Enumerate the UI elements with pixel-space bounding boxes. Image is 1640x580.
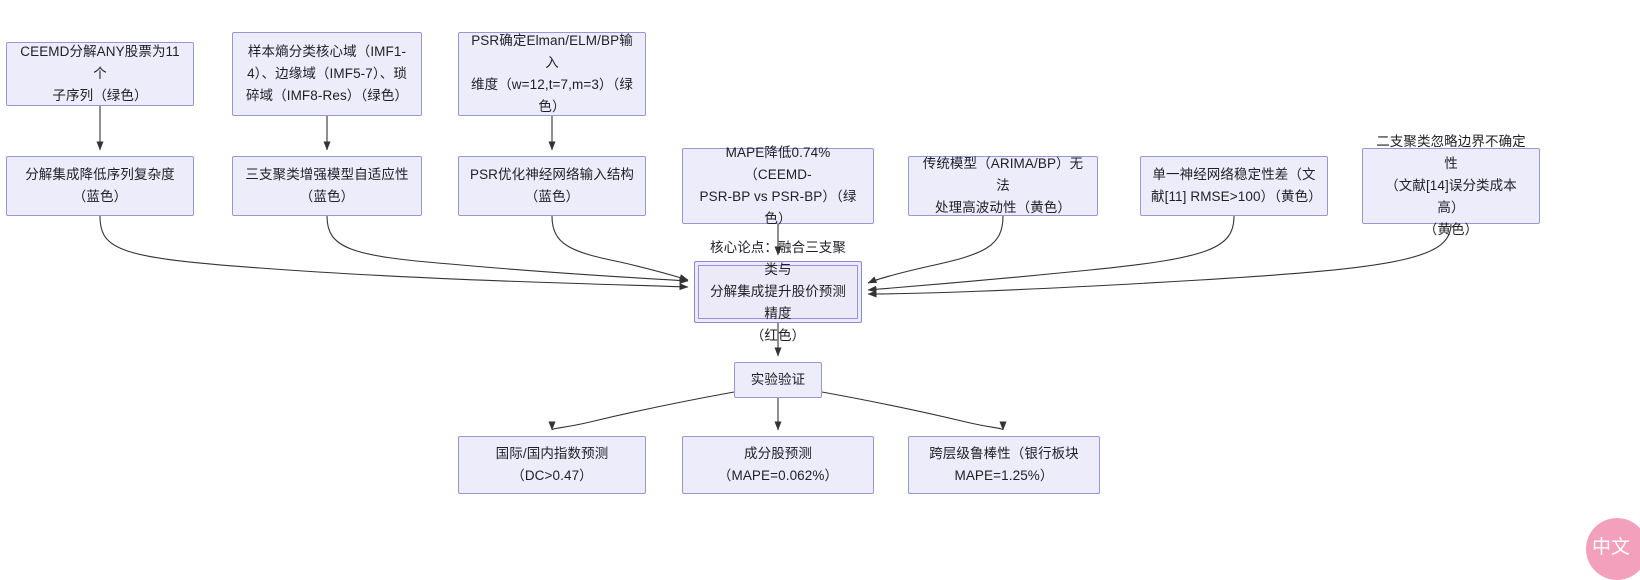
edge-validation-to-index bbox=[548, 391, 735, 431]
node-mape-reduction-evidence[interactable]: MAPE降低0.74%（CEEMD- PSR-BP vs PSR-BP）（绿 色… bbox=[682, 145, 874, 226]
edge-traditional-limit-to-core bbox=[867, 215, 1004, 284]
node-sample-entropy-classification[interactable]: 样本熵分类核心域（IMF1- 4）、边缘域（IMF5-7）、琐 碎域（IMF8-… bbox=[232, 32, 422, 116]
node-psr-optimizes-network-input[interactable]: PSR优化神经网络输入结构 （蓝色） bbox=[458, 156, 646, 216]
node-core-thesis[interactable]: 核心论点：融合三支聚类与 分解集成提升股价预测精度 （红色） bbox=[694, 240, 862, 343]
node-label: 样本熵分类核心域（IMF1- 4）、边缘域（IMF5-7）、琐 碎域（IMF8-… bbox=[245, 44, 409, 103]
node-label: 实验验证 bbox=[750, 372, 806, 387]
node-two-way-clustering-boundary-issue[interactable]: 二支聚类忽略边界不确定性 （文献[14]误分类成本高） （黄色） bbox=[1362, 134, 1540, 237]
node-three-way-clustering-adaptivity[interactable]: 三支聚类增强模型自适应性 （蓝色） bbox=[232, 156, 422, 216]
node-label: 跨层级鲁棒性（银行板块 MAPE=1.25%） bbox=[929, 446, 1079, 483]
node-label: 三支聚类增强模型自适应性 （蓝色） bbox=[245, 167, 409, 204]
node-psr-input-dimension[interactable]: PSR确定Elman/ELM/BP输入 维度（w=12,t=7,m=3）（绿 色… bbox=[458, 32, 646, 116]
node-index-forecast-result[interactable]: 国际/国内指数预测 （DC>0.47） bbox=[458, 436, 646, 494]
node-label: 成分股预测 （MAPE=0.062%） bbox=[717, 446, 839, 483]
node-label: CEEMD分解ANY股票为11个 子序列（绿色） bbox=[20, 44, 180, 103]
node-cross-level-robustness-result[interactable]: 跨层级鲁棒性（银行板块 MAPE=1.25%） bbox=[908, 436, 1100, 494]
node-experimental-validation[interactable]: 实验验证 bbox=[734, 362, 822, 398]
node-decomposition-reduces-complexity[interactable]: 分解集成降低序列复杂度 （蓝色） bbox=[6, 156, 194, 216]
node-traditional-model-limitation[interactable]: 传统模型（ARIMA/BP）无法 处理高波动性（黄色） bbox=[908, 156, 1098, 216]
node-label: 传统模型（ARIMA/BP）无法 处理高波动性（黄色） bbox=[922, 156, 1084, 215]
edge-boundary-issue-to-core bbox=[867, 223, 1452, 298]
edge-adaptivity-to-core bbox=[326, 215, 689, 284]
watermark-label: 中文 bbox=[1591, 536, 1630, 558]
node-label: 二支聚类忽略边界不确定性 （文献[14]误分类成本高） （黄色） bbox=[1376, 134, 1526, 237]
node-label: MAPE降低0.74%（CEEMD- PSR-BP vs PSR-BP）（绿 色… bbox=[699, 145, 857, 226]
node-label: 核心论点：融合三支聚类与 分解集成提升股价预测精度 （红色） bbox=[710, 240, 846, 343]
edge-instability-to-core bbox=[867, 215, 1235, 293]
node-constituent-stock-forecast-result[interactable]: 成分股预测 （MAPE=0.062%） bbox=[682, 436, 874, 494]
node-label: PSR确定Elman/ELM/BP输入 维度（w=12,t=7,m=3）（绿 色… bbox=[471, 33, 633, 114]
watermark-badge: 中文 bbox=[1586, 518, 1640, 580]
node-label: 单一神经网络稳定性差（文 献[11] RMSE>100）（黄色） bbox=[1151, 167, 1322, 204]
node-label: 分解集成降低序列复杂度 （蓝色） bbox=[25, 167, 175, 204]
edge-validation-to-robustness bbox=[821, 391, 1007, 431]
edge-complexity-to-core bbox=[99, 215, 689, 291]
node-ceemd-decomposition[interactable]: CEEMD分解ANY股票为11个 子序列（绿色） bbox=[6, 42, 194, 106]
edge-network-input-to-core bbox=[551, 215, 689, 281]
node-label: 国际/国内指数预测 （DC>0.47） bbox=[495, 446, 609, 483]
node-label: PSR优化神经网络输入结构 （蓝色） bbox=[469, 167, 635, 204]
node-single-network-instability[interactable]: 单一神经网络稳定性差（文 献[11] RMSE>100）（黄色） bbox=[1140, 156, 1328, 216]
